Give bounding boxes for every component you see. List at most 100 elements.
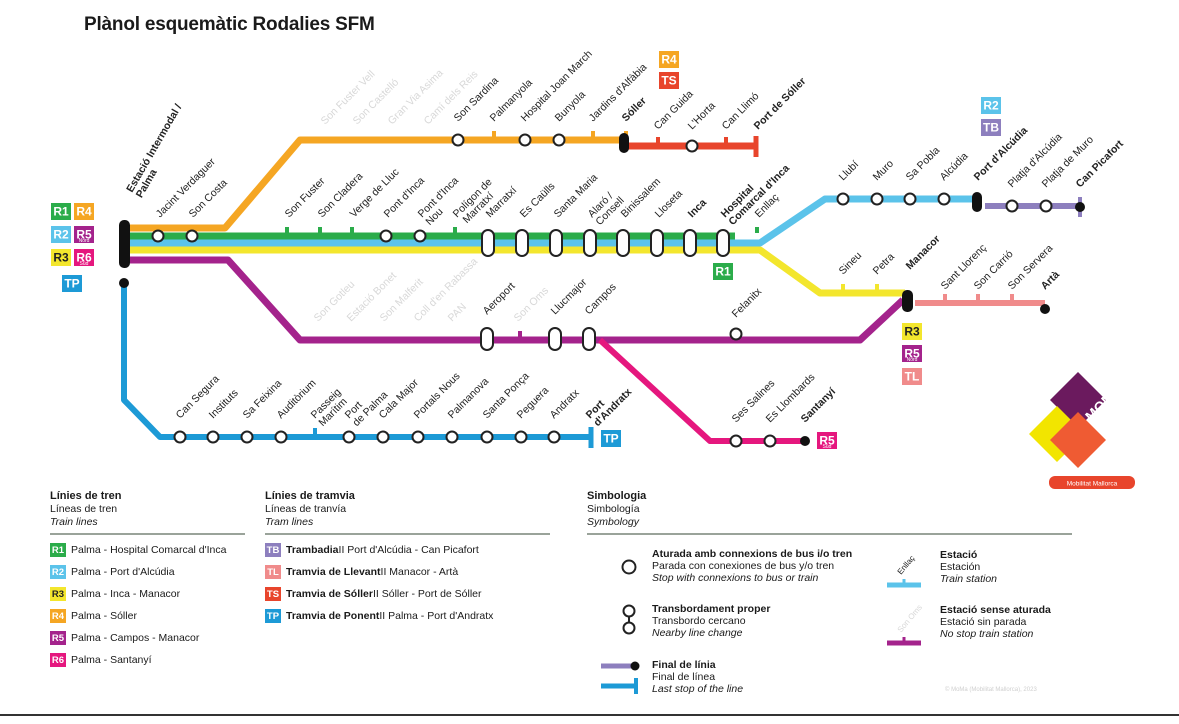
station-label: Alcúdia <box>938 150 971 183</box>
manacor-station-block <box>902 290 913 312</box>
svg-text:R3: R3 <box>904 325 920 339</box>
station-label: Petra <box>871 251 897 277</box>
route-lines <box>121 136 1080 444</box>
station-label: Sóller <box>620 95 649 124</box>
station-tick <box>755 227 759 233</box>
station-label: Aeroport <box>481 280 518 317</box>
legend-tram-name: Tramvia de Sóller <box>286 587 373 600</box>
station-tick <box>492 131 496 137</box>
svg-text:TP: TP <box>64 277 79 291</box>
legend-divider <box>265 533 550 535</box>
legend-tram-english: Tram lines <box>265 516 314 528</box>
svg-text:Sud: Sud <box>80 261 89 267</box>
legend-train-lines: Línies de tren Líneas de tren Train line… <box>50 490 245 675</box>
svg-text:R4: R4 <box>76 205 92 219</box>
stop-circle <box>274 430 288 444</box>
badge-soller-r4: R4 <box>659 51 679 68</box>
sym-nearby: Transbordament proper Transbordo cercano… <box>652 603 770 639</box>
stop-circle <box>552 133 566 147</box>
svg-text:R5: R5 <box>904 347 920 361</box>
station-tick <box>841 284 845 290</box>
moma-logo: MOMA Mobilitat Mallorca <box>1025 366 1145 492</box>
legend-badge: R1 <box>50 543 66 557</box>
legend-tram-route: II Sóller - Port de Sóller <box>372 587 482 600</box>
legend-badge: TL <box>265 565 281 579</box>
station-label: Campos <box>583 281 619 317</box>
sym-nostop: Estació sense aturada Estació sin parada… <box>940 604 1051 640</box>
sym-nostop-es: Estació sin parada <box>940 616 1027 628</box>
legend-tram-name: Trambadia <box>286 543 339 556</box>
stop-circle <box>1005 199 1019 213</box>
station-label: Inca <box>686 197 709 220</box>
station-tick <box>724 137 728 143</box>
legend-badge: TS <box>265 587 281 601</box>
badge-alcudia-tb: TB <box>981 119 1001 136</box>
legend-tram-route: II Port d'Alcúdia - Can Picafort <box>338 543 479 556</box>
logo-caption: Mobilitat Mallorca <box>1067 481 1118 488</box>
sym-station-sample: Enllaç <box>896 554 917 576</box>
legend-train-title: Línies de tren <box>50 490 122 502</box>
interchange-pill <box>515 229 529 257</box>
arta-end-dot <box>1040 304 1050 314</box>
map-title: Plànol esquemàtic Rodalies SFM <box>84 14 375 35</box>
legend-badge: R2 <box>50 565 66 579</box>
legend-tram-route: II Manacor - Artà <box>380 565 459 578</box>
station-stops <box>119 133 1085 448</box>
legend-badge: R3 <box>50 587 66 601</box>
station-label: Bunyola <box>553 89 588 124</box>
interchange-pill <box>683 229 697 257</box>
copyright: © MoMa (Mobilitat Mallorca), 2023 <box>945 687 1037 693</box>
legend-line-text: Palma - Sóller <box>71 609 137 622</box>
sym-nostop-sample: Son Oms <box>896 603 924 634</box>
svg-text:Nord: Nord <box>79 238 90 244</box>
station-symbol-icon: Enllaç <box>887 554 921 588</box>
interchange-pill <box>716 229 730 257</box>
stop-circle <box>518 133 532 147</box>
stop-circle <box>836 192 850 206</box>
badge-manacor-tl: TL <box>902 368 922 385</box>
svg-text:R2: R2 <box>53 228 69 242</box>
stop-circle <box>763 434 777 448</box>
sym-station-en: Train station <box>940 573 997 585</box>
legend-badge: TB <box>265 543 281 557</box>
hub-station-block <box>119 220 130 268</box>
sym-station-ca: Estació <box>940 549 978 561</box>
stop-circle <box>376 430 390 444</box>
badge-r3: R3 <box>51 249 71 266</box>
station-label: PasseigMarítim <box>309 386 352 429</box>
stop-circle <box>729 327 743 341</box>
svg-text:TB: TB <box>983 121 999 135</box>
legend-tram-route: II Palma - Port d'Andratx <box>379 609 494 622</box>
legend-badge: TP <box>265 609 281 623</box>
station-label: Port de Sóller <box>752 75 809 132</box>
sym-stop-en: Stop with connexions to bus or train <box>652 572 819 584</box>
symbology-icons: Enllaç Son Oms <box>601 554 924 694</box>
line-tp <box>121 285 590 440</box>
station-tick <box>875 284 879 290</box>
station-label: Son Oms <box>512 285 551 324</box>
legend-sym-title: Simbologia <box>587 490 647 502</box>
sym-final-en: Last stop of the line <box>652 683 744 695</box>
stop-circle <box>342 430 356 444</box>
legend-badge: R6 <box>50 653 66 667</box>
badge-inca-r1: R1 <box>713 263 733 280</box>
station-label: Son Fuster Vell <box>319 68 378 127</box>
badge-r4: R4 <box>74 203 94 220</box>
station-label: Jardins d'Alfàbia <box>587 61 650 124</box>
station-label: Llubí <box>837 158 862 183</box>
station-tick <box>656 137 660 143</box>
svg-text:TL: TL <box>905 370 920 384</box>
last-stop-symbol-icon <box>601 661 640 694</box>
stop-circle <box>151 229 165 243</box>
station-tick <box>350 227 354 233</box>
stop-circle <box>173 430 187 444</box>
legend-sym-english: Symbology <box>587 516 639 528</box>
stop-symbol-icon <box>621 559 637 575</box>
station-label: HospitalComarcal d'Inca <box>719 154 792 227</box>
